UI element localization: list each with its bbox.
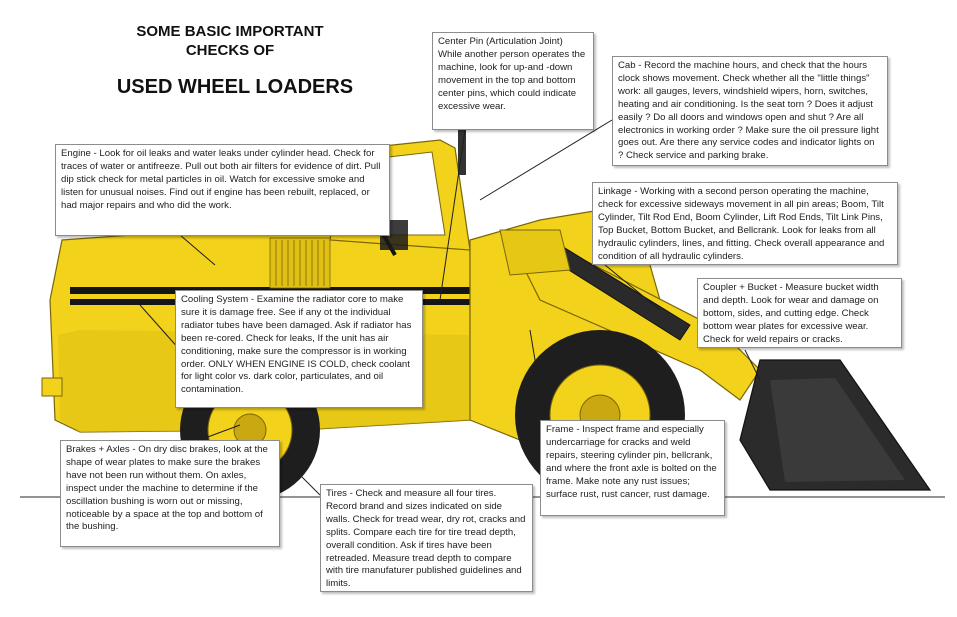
callout-brakes-axles-text: Brakes + Axles - On dry disc brakes, loo…	[66, 444, 268, 533]
callout-cooling-system-text: Cooling System - Examine the radiator co…	[181, 294, 412, 396]
callout-linkage-text: Linkage - Working with a second person o…	[598, 186, 885, 262]
title-line-1: SOME BASIC IMPORTANT	[136, 23, 324, 40]
callout-cab: Cab - Record the machine hours, and chec…	[612, 56, 888, 166]
main-title: USED WHEEL LOADERS	[116, 76, 354, 98]
callout-center-pin-text: Center Pin (Articulation Joint) While an…	[438, 36, 586, 112]
title-header: SOME BASIC IMPORTANT CHECKS OF	[100, 22, 360, 60]
callout-engine: Engine - Look for oil leaks and water le…	[55, 144, 390, 236]
callout-coupler-bucket: Coupler + Bucket - Measure bucket width …	[697, 278, 902, 348]
callout-engine-text: Engine - Look for oil leaks and water le…	[61, 148, 381, 211]
callout-tires-text: Tires - Check and measure all four tires…	[326, 488, 526, 590]
rear-hitch	[41, 377, 63, 397]
callout-cab-text: Cab - Record the machine hours, and chec…	[618, 60, 879, 162]
callout-cooling-system: Cooling System - Examine the radiator co…	[175, 290, 423, 408]
callout-center-pin: Center Pin (Articulation Joint) While an…	[432, 32, 594, 130]
callout-brakes-axles: Brakes + Axles - On dry disc brakes, loo…	[60, 440, 280, 547]
callout-frame-text: Frame - Inspect frame and especially und…	[546, 424, 717, 500]
bellcrank	[499, 229, 571, 276]
callout-tires: Tires - Check and measure all four tires…	[320, 484, 533, 592]
callout-coupler-bucket-text: Coupler + Bucket - Measure bucket width …	[703, 282, 879, 345]
leader-lines	[139, 119, 761, 496]
title-line-2: CHECKS OF	[185, 42, 275, 59]
callout-linkage: Linkage - Working with a second person o…	[592, 182, 898, 265]
callout-frame: Frame - Inspect frame and especially und…	[540, 420, 725, 516]
